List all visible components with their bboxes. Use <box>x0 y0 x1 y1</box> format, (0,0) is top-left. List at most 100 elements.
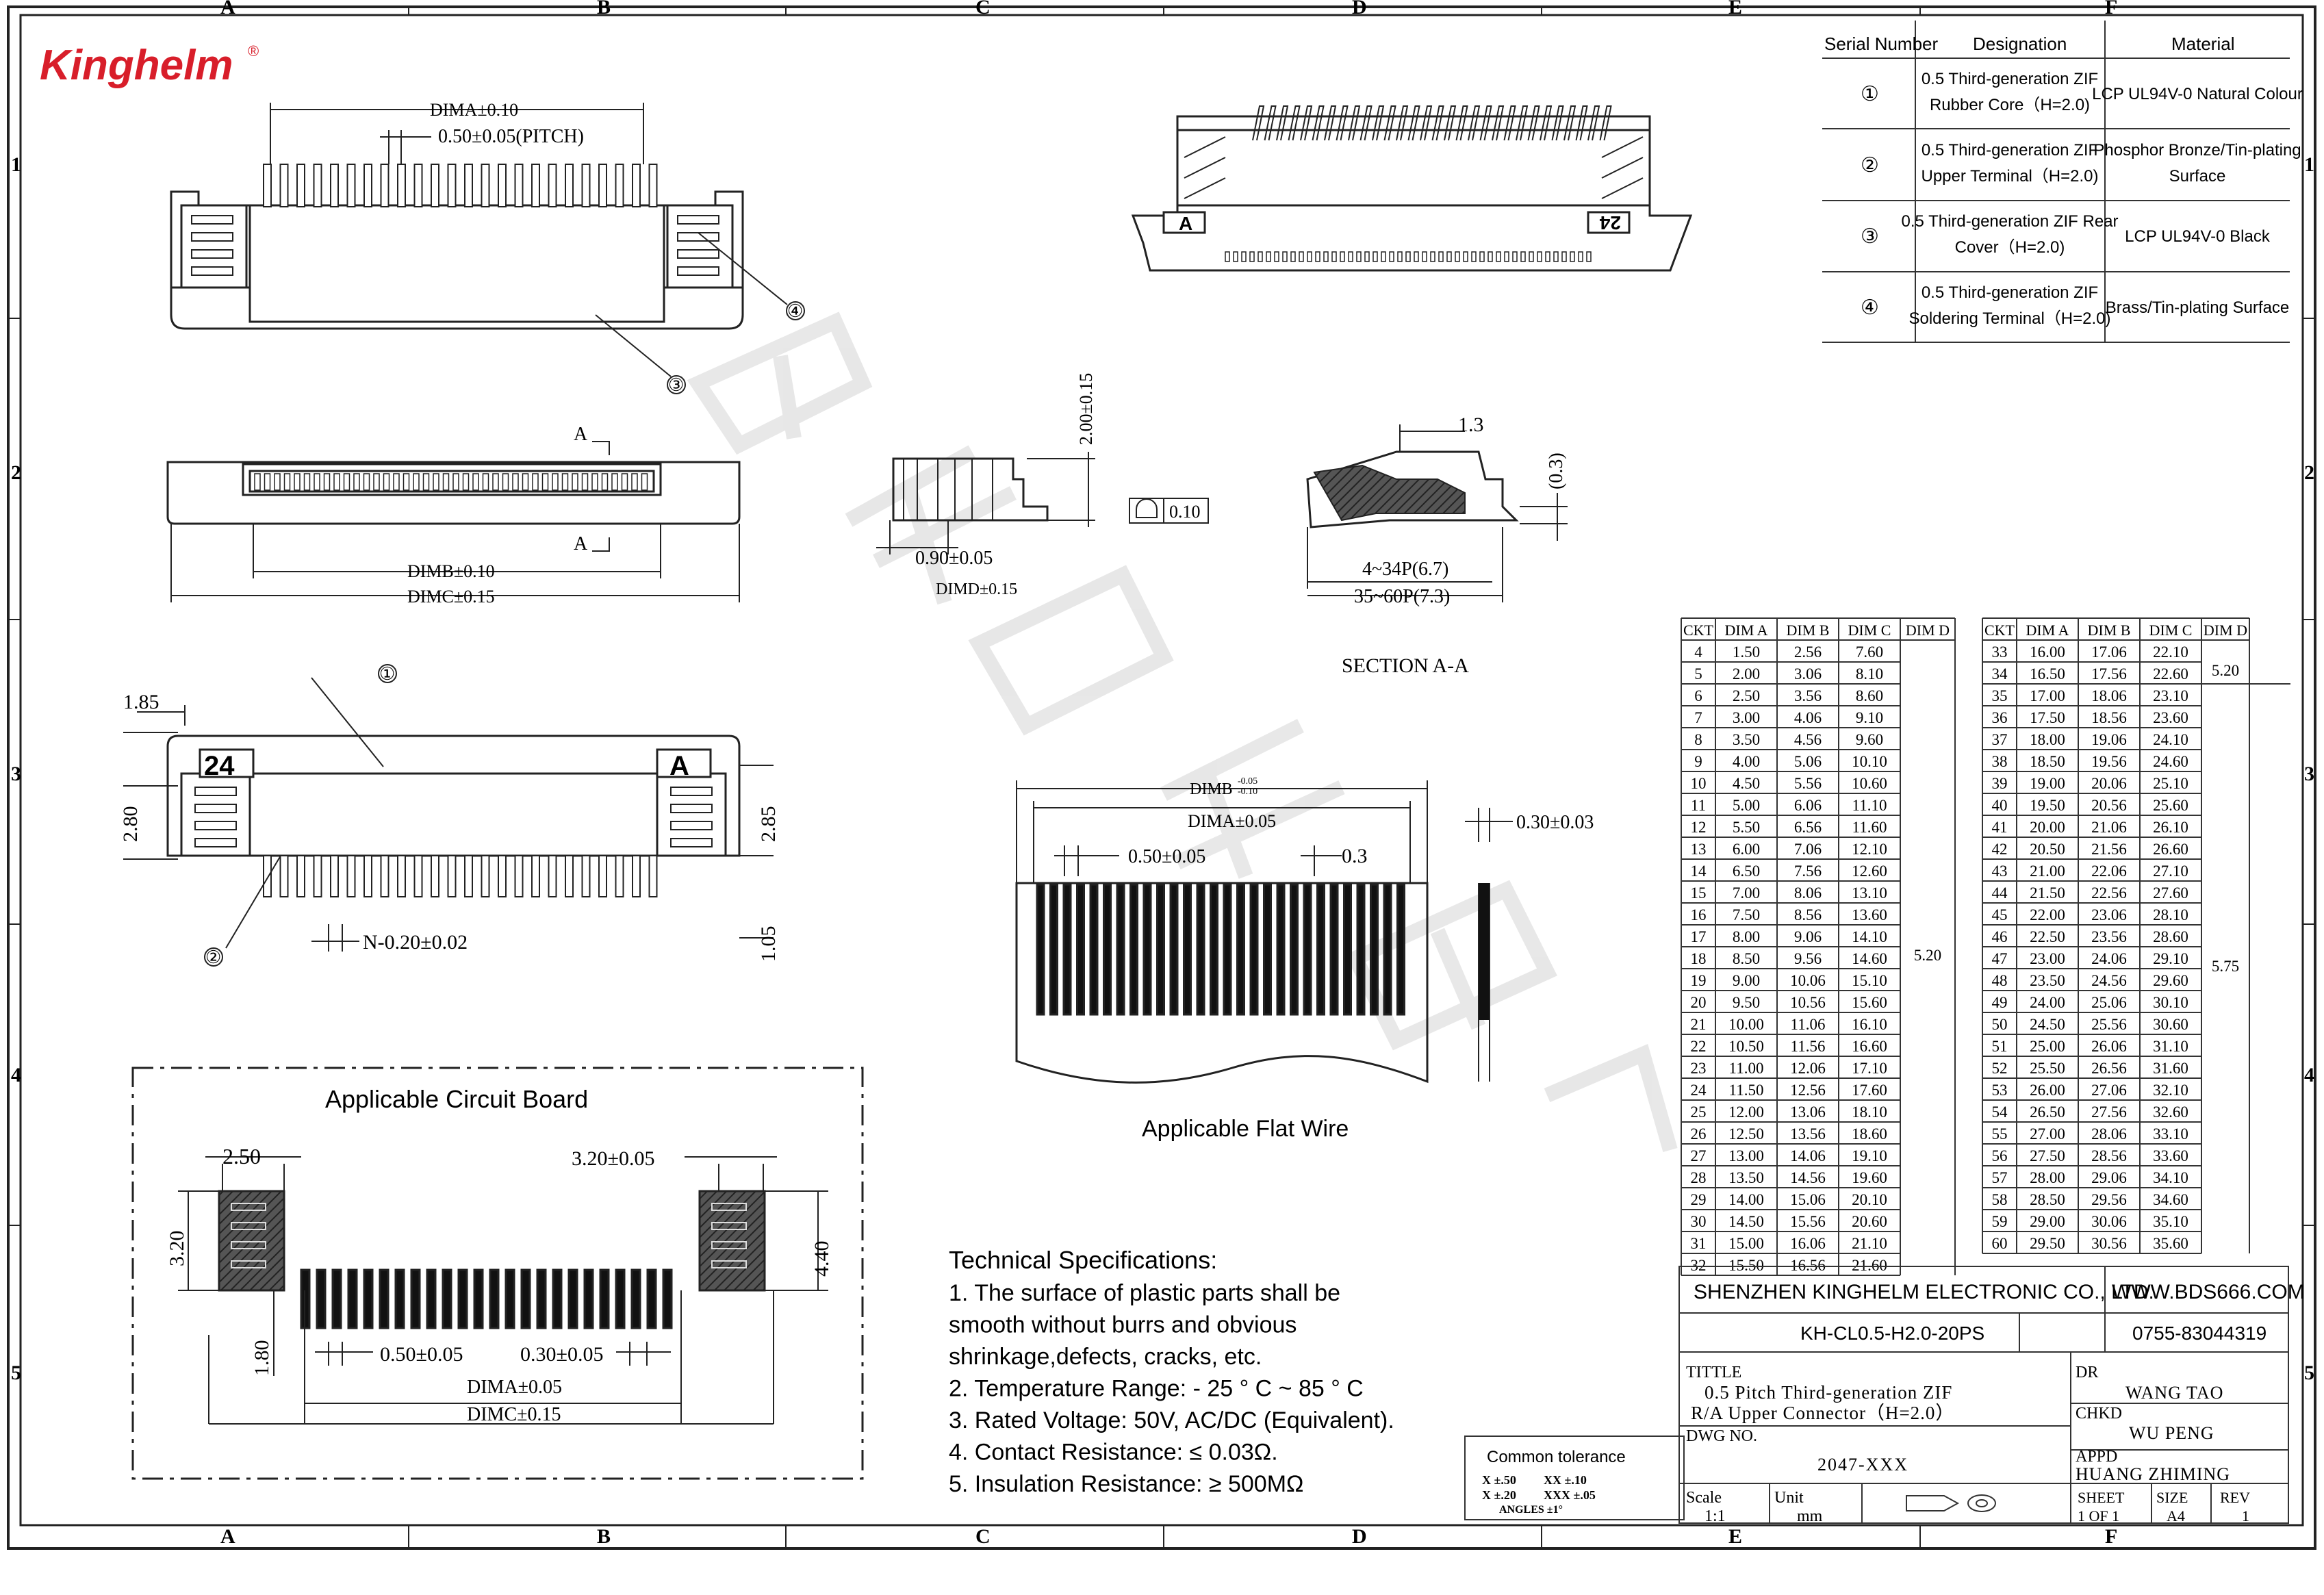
ckt-left-cell: 4 <box>1694 643 1702 661</box>
ckt-left-cell: 8.10 <box>1856 665 1883 682</box>
terminal-pin <box>481 164 490 207</box>
iso-contact <box>1561 251 1567 262</box>
iso-terminal <box>1348 105 1361 141</box>
materials-designation-line2: Rubber Core（H=2.0) <box>1930 96 2090 114</box>
ckt-left-cell: 5.50 <box>1733 819 1760 836</box>
ckt-left-cell: 30 <box>1691 1213 1707 1230</box>
iso-contact <box>1241 251 1247 262</box>
unit-label: Unit <box>1774 1489 1804 1507</box>
ckt-left-cell: 11.56 <box>1791 1038 1826 1055</box>
materials-serial: ② <box>1861 154 1879 177</box>
specs-line: 4. Contact Resistance: ≤ 0.03Ω. <box>949 1440 1278 1466</box>
ckt-left-cell: 14.56 <box>1790 1169 1826 1186</box>
flat-wire-dimb-label: DIMB <box>1190 780 1233 798</box>
contact-slot <box>482 473 489 491</box>
terminal-pin <box>498 164 507 207</box>
sheet-label: SHEET <box>2078 1489 2125 1506</box>
ckt-left-cell: 7.50 <box>1733 906 1760 923</box>
front-view-dimc-label: DIMC±0.15 <box>407 587 495 607</box>
ckt-left-header: DIM D <box>1906 622 1950 639</box>
pcb-tab-slot <box>711 1222 747 1230</box>
ckt-left-cell: 19 <box>1691 972 1707 989</box>
iso-contact <box>1315 251 1320 262</box>
ckt-right-cell: 47 <box>1992 950 2008 967</box>
materials-designation-line1: 0.5 Third-generation ZIF <box>1921 141 2098 160</box>
iso-terminal <box>1479 105 1492 141</box>
pcb-pad <box>363 1268 374 1329</box>
dr-name: WANG TAO <box>2125 1383 2223 1403</box>
fpc-finger <box>1183 883 1192 1016</box>
frame-row-right-1: 1 <box>2304 153 2314 176</box>
frame-col-bottom-D: D <box>1352 1525 1367 1548</box>
contact-slot <box>522 473 529 491</box>
contact-slot <box>353 473 360 491</box>
ckt-left-cell: 25 <box>1691 1103 1707 1121</box>
contact-slot <box>294 473 301 491</box>
ckt-left-cell: 15.10 <box>1852 972 1887 989</box>
ckt-right-dimd: 5.75 <box>2212 958 2239 975</box>
specs-line: 3. Rated Voltage: 50V, AC/DC (Equivalent… <box>949 1407 1394 1433</box>
ckt-left-cell: 4.00 <box>1733 753 1760 770</box>
ckt-left-cell: 21.60 <box>1852 1257 1887 1274</box>
iso-contact <box>1348 251 1353 262</box>
solder-tab-slot <box>670 787 713 796</box>
terminal-pin <box>330 164 339 207</box>
pcb-pad <box>457 1268 468 1329</box>
fpc-finger <box>1156 883 1165 1016</box>
ckt-left-cell: 14.10 <box>1852 928 1887 945</box>
iso-contact <box>1299 251 1304 262</box>
ckt-right-cell: 23.56 <box>2091 928 2127 945</box>
pcb-pad <box>442 1268 452 1329</box>
contact-slot <box>532 473 539 491</box>
ckt-right-cell: 28.56 <box>2091 1147 2127 1164</box>
terminal-pin <box>447 164 457 207</box>
ckt-left-dimd: 5.20 <box>1914 947 1941 964</box>
ckt-left-cell: 22 <box>1691 1038 1707 1055</box>
iso-contact <box>1520 251 1526 262</box>
ckt-right-cell: 21.50 <box>2030 884 2065 902</box>
ckt-left-header: DIM C <box>1848 622 1891 639</box>
pcb-dim-3-20: 3.20 <box>166 1231 188 1267</box>
contact-slot <box>283 473 291 491</box>
terminal-pin <box>598 855 607 897</box>
ckt-right-cell: 20.50 <box>2030 841 2065 858</box>
pcb-pad <box>536 1268 547 1329</box>
iso-contact <box>1356 251 1362 262</box>
flat-wire-pitch-label: 0.50±0.05 <box>1128 846 1205 867</box>
ckt-right-cell: 27.60 <box>2153 884 2188 902</box>
pcb-pitch-label: 0.50±0.05 <box>380 1343 463 1366</box>
ckt-right-cell: 26.50 <box>2030 1103 2065 1121</box>
pcb-pad <box>489 1268 500 1329</box>
top-view-callout-4: ④ <box>787 301 803 321</box>
ckt-right-cell: 49 <box>1992 994 2008 1011</box>
ckt-left-cell: 9.10 <box>1856 709 1883 726</box>
contact-slot <box>552 473 559 491</box>
iso-terminal <box>1359 105 1372 141</box>
ckt-right-cell: 29.56 <box>2091 1191 2127 1208</box>
ckt-right-cell: 26.60 <box>2153 841 2188 858</box>
ckt-left-cell: 16.56 <box>1790 1257 1826 1274</box>
contact-slot <box>343 473 350 491</box>
side-view-dimd-label: DIMD±0.15 <box>936 580 1017 598</box>
ckt-right-cell: 17.50 <box>2030 709 2065 726</box>
iso-terminal <box>1551 105 1564 141</box>
ckt-right-cell: 25.60 <box>2153 797 2188 814</box>
pcb-pad <box>630 1268 641 1329</box>
iso-contact <box>1307 251 1312 262</box>
pcb-pad <box>599 1268 610 1329</box>
ckt-right-cell: 19.50 <box>2030 797 2065 814</box>
iso-terminal <box>1431 105 1444 141</box>
ckt-right-cell: 29.60 <box>2153 972 2188 989</box>
bottom-view-dim-2-80: 2.80 <box>119 806 142 843</box>
ckt-right-dimd: 5.20 <box>2212 662 2239 679</box>
ckt-right-cell: 20.56 <box>2091 797 2127 814</box>
pcb-pad <box>473 1268 484 1329</box>
ckt-left-cell: 16.10 <box>1852 1016 1887 1033</box>
contact-slot <box>323 473 331 491</box>
ckt-left-cell: 9.60 <box>1856 731 1883 748</box>
ckt-left-cell: 24 <box>1691 1082 1707 1099</box>
flat-wire-width-label: 0.3 <box>1342 845 1368 867</box>
contact-slot <box>303 473 311 491</box>
ckt-left-cell: 10.50 <box>1728 1038 1764 1055</box>
iso-terminal <box>1288 105 1301 141</box>
